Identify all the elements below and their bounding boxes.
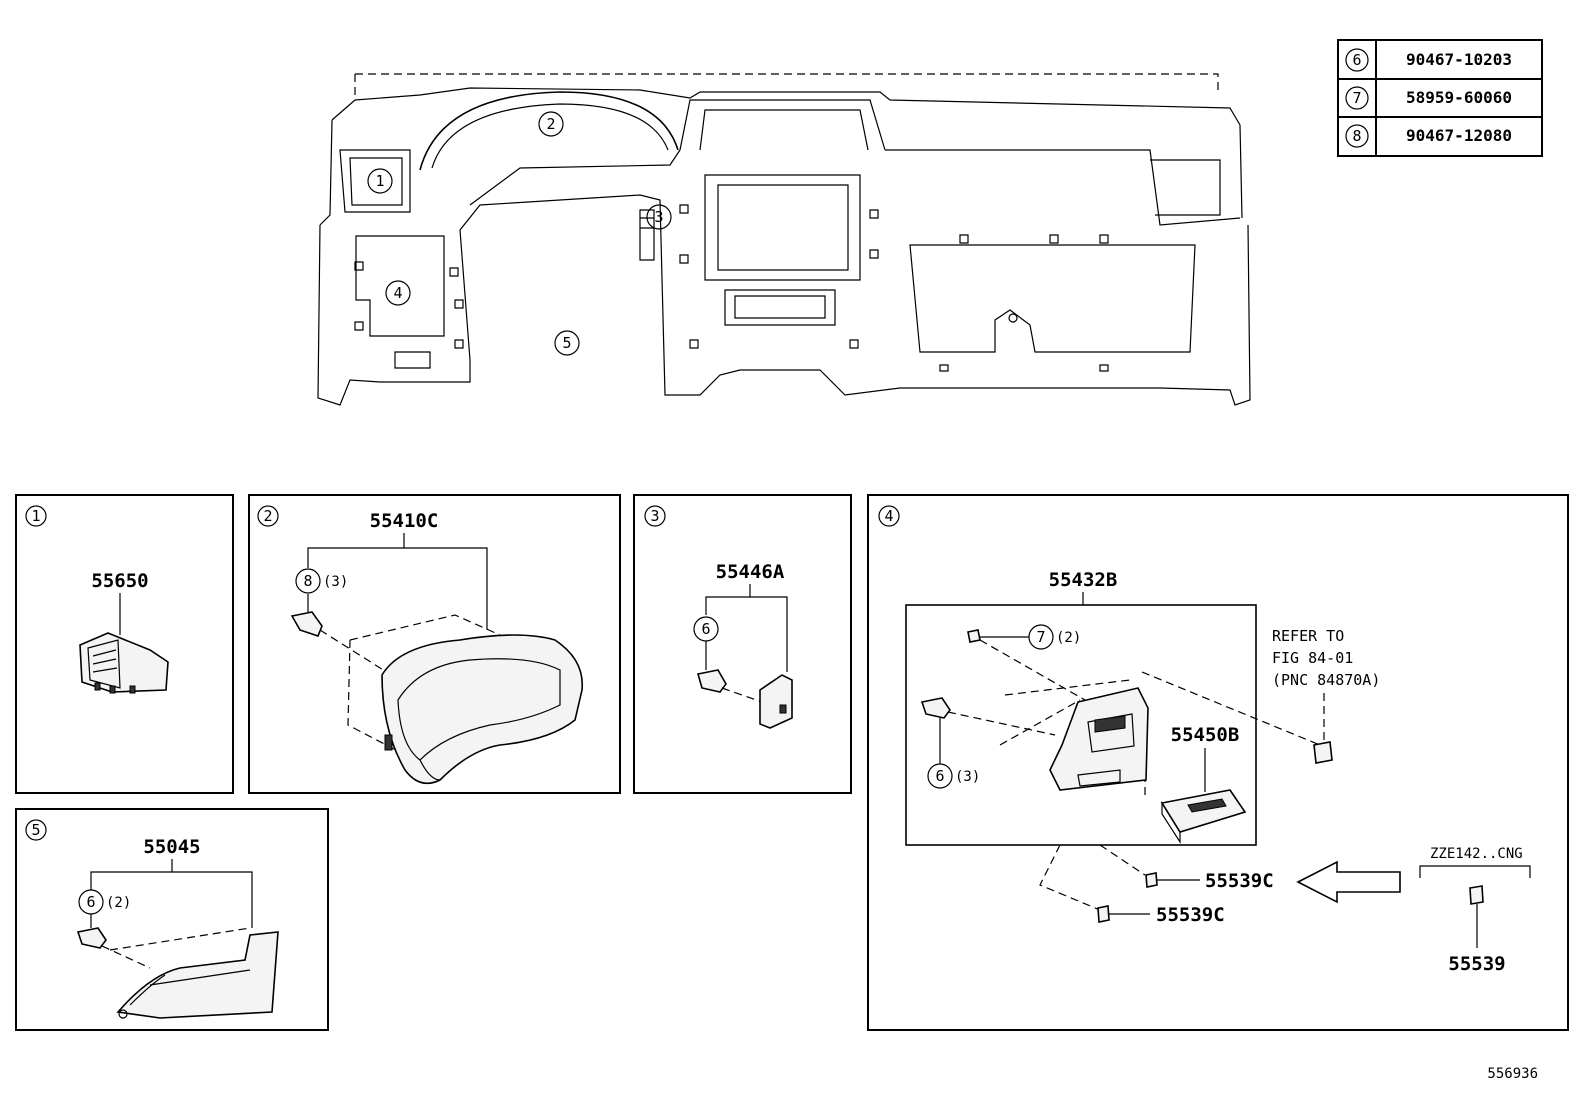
svg-text:(2): (2): [1056, 630, 1081, 646]
detail-panel-2: 2 55410C 8 (3): [248, 494, 621, 794]
detail-panel-3: 3 55446A 6: [633, 494, 852, 794]
part-label-55539c-b: 55539C: [1156, 904, 1225, 926]
svg-text:3: 3: [650, 507, 659, 525]
dashboard-overview: 1 2 3 4 5: [317, 73, 1251, 406]
referenced-part: [1313, 741, 1333, 764]
svg-text:(2): (2): [106, 895, 131, 911]
refer-note-line1: REFER TO: [1272, 627, 1344, 645]
table-row: 8 90467-12080: [1345, 124, 1512, 148]
svg-text:5: 5: [31, 821, 40, 839]
part-label-55539c-a: 55539C: [1205, 870, 1274, 892]
svg-text:58959-60060: 58959-60060: [1406, 88, 1512, 107]
svg-text:90467-10203: 90467-10203: [1406, 50, 1512, 69]
clip-6: [920, 697, 951, 719]
clip-6: [76, 927, 107, 949]
svg-text:7: 7: [1352, 89, 1361, 107]
clip-6: [696, 669, 727, 693]
lower-panel-part: [1049, 687, 1149, 791]
overview-callout-3: 3: [646, 204, 672, 230]
part-label-55450b: 55450B: [1171, 724, 1240, 746]
table-row: 6 90467-10203: [1345, 48, 1512, 72]
svg-text:1: 1: [375, 172, 384, 190]
part-label-55432b: 55432B: [1049, 569, 1118, 591]
refer-note-line2: FIG 84-01: [1272, 649, 1353, 667]
svg-text:4: 4: [884, 507, 893, 525]
refer-note-line3: (PNC 84870A): [1272, 671, 1380, 689]
diagram-id: 556936: [1487, 1066, 1538, 1082]
svg-text:8: 8: [1352, 127, 1361, 145]
svg-text:(3): (3): [323, 574, 348, 590]
detail-panel-5: 5 55045 6 (2): [15, 808, 329, 1031]
svg-text:(3): (3): [955, 769, 980, 785]
replacement-arrow: [1296, 860, 1401, 904]
detail-panel-1: 1 55650: [15, 494, 234, 794]
storage-box-part: [1160, 789, 1247, 845]
svg-text:3: 3: [654, 208, 663, 226]
svg-text:2: 2: [546, 115, 555, 133]
svg-text:7: 7: [1036, 628, 1045, 646]
svg-text:5: 5: [562, 334, 571, 352]
overview-callout-5: 5: [554, 330, 580, 356]
part-label-55539: 55539: [1448, 953, 1505, 975]
variant-stopper: [1469, 885, 1484, 905]
side-vent-part: [79, 632, 169, 694]
detail-panel-4: 4 55432B 7 (2) 6 (3) 55450B: [867, 494, 1569, 1031]
gauge-hood-part: [381, 634, 584, 785]
svg-text:6: 6: [935, 767, 944, 785]
svg-text:1: 1: [31, 507, 40, 525]
stopper-b: [1097, 905, 1110, 923]
column-cover-part: [759, 674, 793, 729]
part-number-table: 6 90467-10203 7 58959-60060 8 90467-1208…: [1337, 39, 1543, 157]
svg-text:6: 6: [701, 620, 710, 638]
stopper-a: [1145, 872, 1158, 888]
screw-7: [967, 629, 981, 643]
svg-text:90467-12080: 90467-12080: [1406, 126, 1512, 145]
clip-8: [290, 611, 323, 637]
overview-callout-4: 4: [385, 280, 411, 306]
svg-text:4: 4: [393, 284, 402, 302]
table-row: 7 58959-60060: [1345, 86, 1512, 110]
knee-panel-part: [116, 931, 279, 1019]
svg-text:8: 8: [303, 572, 312, 590]
overview-callout-1: 1: [367, 168, 393, 194]
part-label-55410c: 55410C: [370, 510, 439, 532]
part-label-55446a: 55446A: [716, 561, 785, 583]
overview-callout-2: 2: [538, 111, 564, 137]
sub-assembly-box: [905, 604, 1257, 846]
part-label-55650: 55650: [91, 570, 148, 592]
variant-label: ZZE142..CNG: [1430, 846, 1523, 862]
part-label-55045: 55045: [143, 836, 200, 858]
svg-text:6: 6: [86, 893, 95, 911]
svg-text:2: 2: [263, 507, 272, 525]
svg-text:6: 6: [1352, 51, 1361, 69]
